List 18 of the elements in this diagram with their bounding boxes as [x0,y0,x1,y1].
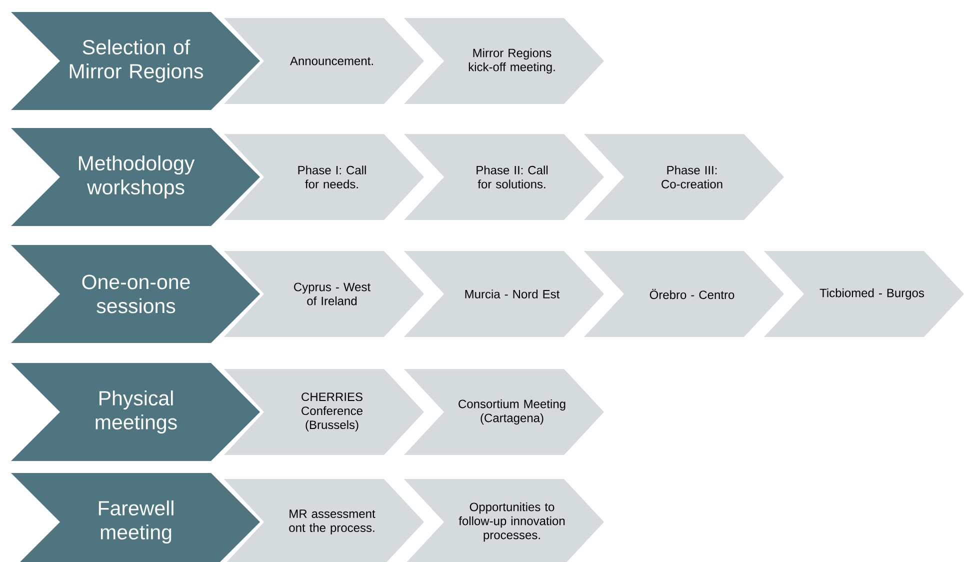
chevron-heading: One-on-one sessions [11,245,260,343]
chevron-step: Phase III: Co-creation [584,134,784,220]
chevron-step: Örebro - Centro [584,251,784,337]
chevron-step: Cyprus - West of Ireland [224,251,424,337]
chevron-step: MR assessment ont the process. [224,479,424,562]
chevron-step: Phase I: Call for needs. [224,134,424,220]
chevron-heading: Farewell meeting [11,473,260,562]
chevron-step: Phase II: Call for solutions. [404,134,604,220]
chevron-step: Opportunities to follow-up innovation processes. [404,479,604,562]
chevron-heading: Methodology workshops [11,128,260,226]
chevron-step: CHERRIES Conference (Brussels) [224,369,424,455]
chevron-heading: Selection of Mirror Regions [11,12,260,110]
chevron-heading: Physical meetings [11,363,260,461]
chevron-step: Consortium Meeting (Cartagena) [404,369,604,455]
chevron-step: Ticbiomed - Burgos [764,251,964,337]
chevron-step: Murcia - Nord Est [404,251,604,337]
chevron-step: Announcement. [224,18,424,104]
chevron-step: Mirror Regions kick-off meeting. [404,18,604,104]
